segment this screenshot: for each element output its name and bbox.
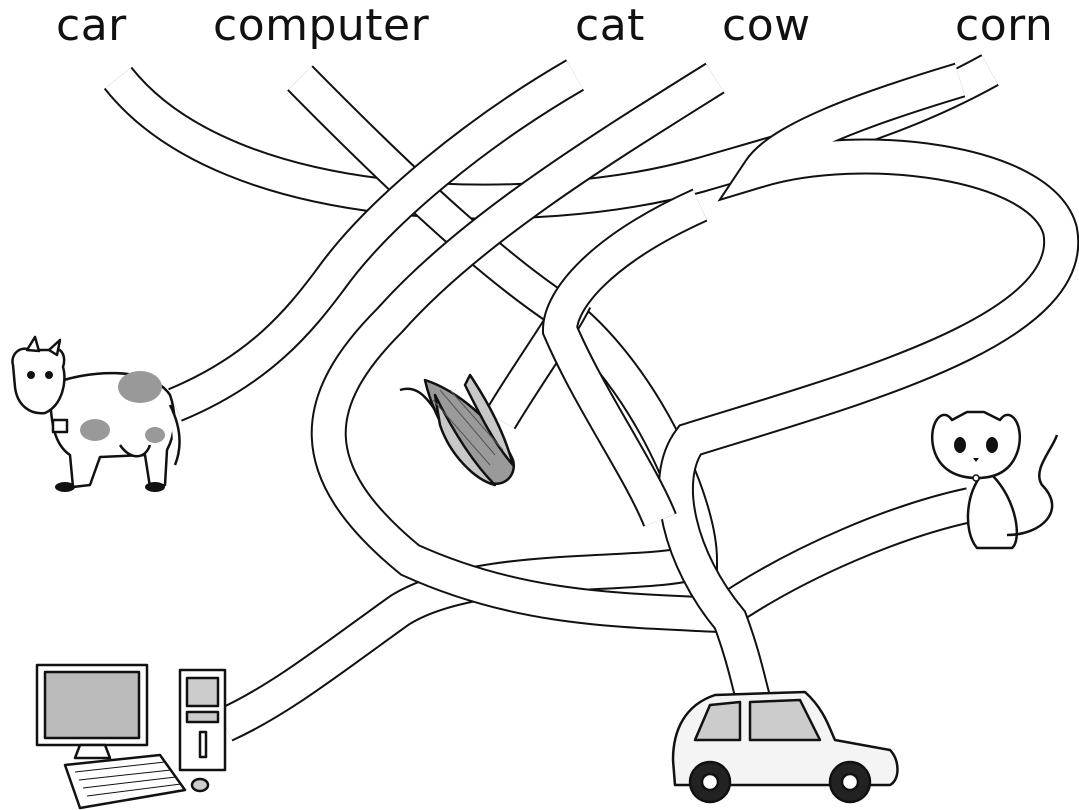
corn-icon[interactable]	[395, 365, 525, 490]
word-corn[interactable]: corn	[955, 0, 1054, 51]
road-cow-to-corn[interactable]	[310, 62, 974, 634]
computer-icon[interactable]	[35, 660, 235, 810]
word-car[interactable]: car	[56, 0, 127, 51]
word-cat[interactable]: cat	[575, 0, 645, 51]
car-icon[interactable]	[665, 690, 905, 805]
word-cow[interactable]: cow	[722, 0, 811, 51]
road-loop-back[interactable]	[541, 188, 708, 527]
road-corn-to-car[interactable]	[657, 62, 1079, 711]
cow-icon[interactable]	[5, 335, 185, 500]
road-cat-to-cow[interactable]	[168, 59, 585, 422]
cat-icon[interactable]	[922, 400, 1072, 550]
word-computer[interactable]: computer	[213, 0, 430, 51]
